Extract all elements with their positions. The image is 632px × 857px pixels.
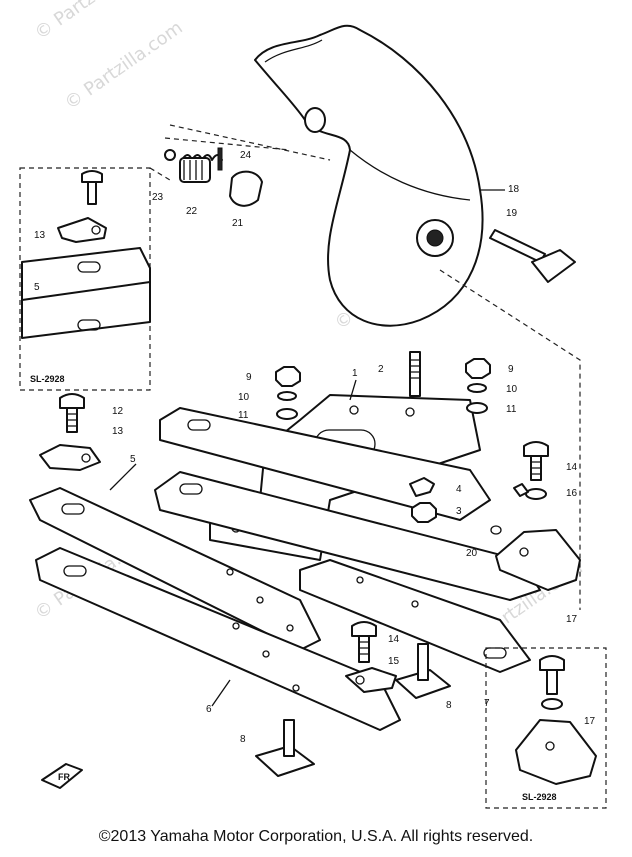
callout-18: 18	[508, 184, 520, 195]
callout-11a: 11	[238, 410, 249, 421]
callout-3: 3	[456, 506, 462, 517]
callout-13b: 13	[112, 426, 124, 437]
knob-assembly: 23 22 21 24	[152, 124, 331, 229]
callout-15: 15	[388, 656, 400, 667]
callout-1: 1	[352, 368, 358, 379]
callout-9b: 9	[508, 364, 514, 375]
callout-8b: 8	[240, 734, 246, 745]
callout-8a: 8	[446, 700, 452, 711]
slider-plate-upper	[154, 407, 541, 601]
fasteners-right-lower: 14 16 20	[466, 441, 578, 559]
callout-22: 22	[186, 206, 198, 217]
parts-diagram: © Partzilla.com © Partzilla.com © Partzi…	[19, 0, 607, 809]
callout-10a: 10	[238, 392, 250, 403]
callout-19: 19	[506, 208, 518, 219]
detail-box-upper: SL-2928 13 5	[19, 167, 171, 391]
callout-23: 23	[152, 192, 164, 203]
fasteners-center: 4 3	[409, 477, 462, 523]
callout-17a: 17	[566, 614, 578, 625]
bolt-bracket-left: 12 13	[39, 393, 124, 471]
callout-20: 20	[466, 548, 478, 559]
stud-plate-8-left: 8	[240, 719, 315, 777]
callout-12: 12	[112, 406, 124, 417]
fr-label: FR	[58, 772, 70, 782]
bracket-17-upper: 17	[495, 529, 581, 625]
callout-17b: 17	[584, 716, 596, 727]
watermark-1: © Partzilla.com	[31, 0, 157, 44]
front-direction-marker: FR	[41, 763, 83, 789]
copyright-notice: ©2013 Yamaha Motor Corporation, U.S.A. A…	[98, 828, 534, 845]
callout-14a: 14	[566, 462, 578, 473]
callout-21: 21	[232, 218, 244, 229]
recoil-handle: 19	[489, 208, 576, 283]
stud-plate-8-right: 8	[395, 643, 452, 711]
ref-code-lower: SL-2928	[522, 792, 557, 802]
fasteners-right: 9 10 11	[465, 358, 518, 415]
watermark-5: © Partzilla.com	[61, 17, 187, 114]
bolt-bracket-center: 14 15	[345, 621, 400, 693]
callout-11b: 11	[506, 404, 517, 415]
callout-24: 24	[240, 150, 252, 161]
fasteners-left: 9 10 11	[238, 366, 301, 421]
detail-box-lower: 17 SL-2928	[485, 647, 607, 809]
callout-4: 4	[456, 484, 462, 495]
slider-plate-5: 5	[29, 454, 321, 651]
ref-code-upper: SL-2928	[30, 374, 65, 384]
callout-5b: 5	[130, 454, 136, 465]
callout-16: 16	[566, 488, 578, 499]
slider-plate-6: 6	[35, 547, 401, 731]
callout-7: 7	[484, 698, 490, 709]
callout-6: 6	[206, 704, 212, 715]
callout-14b: 14	[388, 634, 400, 645]
callout-10b: 10	[506, 384, 518, 395]
callout-13a: 13	[34, 230, 46, 241]
stud-bolt-2: 2	[378, 351, 421, 397]
callout-9a: 9	[246, 372, 252, 383]
callout-5a: 5	[34, 282, 40, 293]
cowling-cover: 18	[254, 24, 520, 327]
callout-2: 2	[378, 364, 384, 375]
